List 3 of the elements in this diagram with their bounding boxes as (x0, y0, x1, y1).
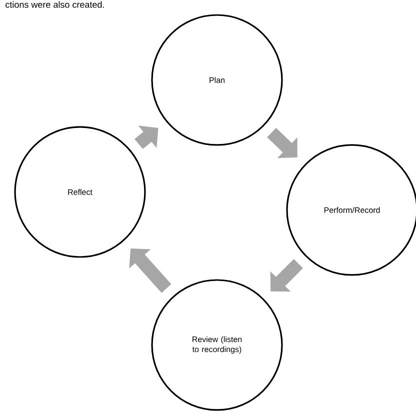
note-text: ctions were also created. (6, 1, 104, 8)
block-arrow (134, 126, 158, 150)
block-arrow (270, 258, 303, 292)
